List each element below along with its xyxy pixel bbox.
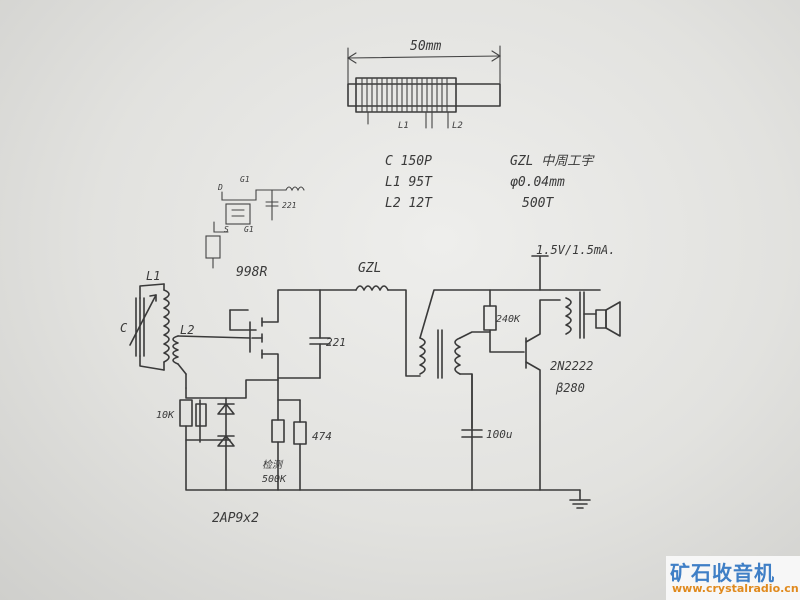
- label-l2: L2: [180, 323, 194, 337]
- watermark-title: 矿石收音机: [670, 561, 775, 585]
- label-transistor: 2N2222: [550, 359, 593, 373]
- label-221: 221: [326, 336, 346, 349]
- rod-coil-l1-label: L1: [398, 121, 409, 131]
- pinout-q1-label: G1: [244, 225, 254, 234]
- note-wire: φ0.04mm: [510, 175, 565, 190]
- rod-length-label: 50mm: [410, 39, 441, 54]
- fet-pinout-sketch: [205, 186, 305, 269]
- label-10k: 10K: [156, 410, 175, 421]
- label-pot-note: 检测: [262, 459, 284, 471]
- pinout-s-label: S: [224, 225, 229, 234]
- ferrite-rod-sketch: [346, 45, 502, 129]
- rod-coil-l2-label: L2: [452, 121, 463, 131]
- label-500k: 500K: [262, 474, 287, 485]
- site-watermark: 矿石收音机 www.crystalradio.cn: [666, 556, 800, 600]
- label-c: C: [120, 321, 128, 335]
- label-fet: 998R: [236, 265, 267, 280]
- label-diodes: 2AP9x2: [212, 511, 259, 526]
- main-circuit: [129, 255, 621, 509]
- label-240k: 240K: [496, 314, 521, 325]
- pinout-g1-label: G1: [240, 175, 250, 184]
- label-100u: 100u: [486, 428, 513, 441]
- note-l2: L2 12T: [385, 196, 433, 211]
- label-supply: 1.5V/1.5mA.: [536, 243, 615, 257]
- label-l1: L1: [146, 269, 160, 283]
- note-l1: L1 95T: [385, 175, 433, 190]
- note-c: C 150P: [385, 154, 432, 169]
- label-474: 474: [312, 430, 332, 443]
- pinout-d-label: D: [217, 183, 223, 192]
- pinout-221-label: 221: [282, 201, 296, 210]
- label-gzl: GZL: [358, 261, 381, 276]
- note-turns: 500T: [522, 196, 554, 211]
- watermark-url: www.crystalradio.cn: [672, 582, 799, 595]
- label-beta: β280: [555, 381, 585, 395]
- note-gzl: GZL 中周工宇: [510, 154, 595, 169]
